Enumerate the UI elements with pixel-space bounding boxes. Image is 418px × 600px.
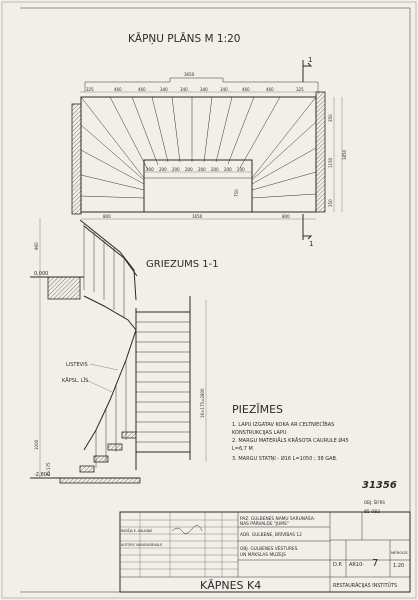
sheet-number: 7 xyxy=(372,558,378,569)
handrail-lower xyxy=(83,329,137,451)
top-dim-label: 460 xyxy=(266,87,274,92)
section-title: GRIEZUMS 1-1 xyxy=(146,259,219,270)
institute: RESTAURĀCIJAS INSTITŪTS xyxy=(333,582,397,589)
stair-section: GRIEZUMS 1-1 0,000 960 1000 4×175 xyxy=(30,218,219,484)
top-dim-label: 460 xyxy=(242,87,250,92)
plan-title: KĀPŅU PLĀNS M 1:20 xyxy=(128,32,240,45)
mid-dim-label: 200 xyxy=(146,167,154,172)
section-mark-bottom: 1 xyxy=(309,240,313,248)
slab-bottom xyxy=(59,477,141,484)
top-dim-label: 340 xyxy=(220,87,228,92)
title-block-frame xyxy=(119,511,411,593)
label-stringer: KĀPSL. LĪS xyxy=(62,377,88,384)
wall-left xyxy=(71,103,82,215)
top-step-dims: 325 460 460 340 340 340 340 460 460 325 xyxy=(86,87,304,92)
obj-code-label: OBJ. ŠIFRS xyxy=(364,500,385,505)
stair-plan: KĀPŅU PLĀNS M 1:20 3650 325 460 460 340 … xyxy=(71,32,347,248)
tb-obj: OBJ. GULBENES VĒSTURES xyxy=(240,545,298,552)
bottom-dim-label: 800 xyxy=(103,214,111,219)
stair-treads xyxy=(136,321,190,443)
top-dim-label: 340 xyxy=(180,87,188,92)
section-mark-top: 1 xyxy=(308,56,312,64)
note-line: 3. MARGU STATŅI - Ø16 L=1050 ; 38 GAB. xyxy=(232,455,338,462)
stair-well xyxy=(143,159,253,213)
dim-vertical-label: 16×175=2800 xyxy=(200,388,205,418)
mid-dim-label: 200 xyxy=(198,167,206,172)
right-total-dim: 1850 xyxy=(342,149,347,160)
mid-dim-label: 200 xyxy=(224,167,232,172)
right-dim-label: 350 xyxy=(328,199,333,207)
bottom-dim-label: 800 xyxy=(282,214,290,219)
dim-steps-label: 4×175 xyxy=(46,462,51,476)
handrail-upper xyxy=(79,219,137,301)
label-handrail: LISTEVIS xyxy=(66,362,88,368)
section-arrow-top xyxy=(303,62,313,67)
notes-title: PIEZĪMES xyxy=(232,403,283,416)
signature-row: AUTORS VASARASIEVALE xyxy=(121,543,162,547)
title-block: RASĒJA E. KALNIŅŠ AUTORS VASARASIEVALE P… xyxy=(119,480,411,593)
top-dim-label: 340 xyxy=(200,87,208,92)
signature-scribble xyxy=(171,525,203,534)
tb-paz: PAZ. GULBENES NAMU SARUNĀŠA- xyxy=(240,515,316,522)
wall-right xyxy=(315,91,326,213)
scale-value: 1:20 xyxy=(393,563,404,569)
sheet-label: AR10- xyxy=(349,562,364,568)
note-line: 2. MARGU MATERIĀLS KRĀSOTA CAURULE Ø45 xyxy=(232,437,349,444)
right-dim-label: 1150 xyxy=(328,157,333,168)
balusters-upper xyxy=(83,224,125,318)
mid-dim-label: 200 xyxy=(172,167,180,172)
right-dim-label: 350 xyxy=(328,114,333,122)
stage-label: D.P. xyxy=(333,562,343,568)
note-line: KONSTRUKCIJAS LAPU xyxy=(232,430,287,436)
leader-stringer xyxy=(85,379,113,393)
signature-row: RASĒJA E. KALNIŅŠ xyxy=(121,528,152,533)
plan-outline-top xyxy=(84,77,319,92)
main-title: KĀPNES K4 xyxy=(200,579,261,592)
dim-top-label: 960 xyxy=(34,242,39,250)
tb-paz-2: NAS PĀRVALDE "JUMS" xyxy=(240,520,289,527)
level-bottom-label: -2,800 xyxy=(34,472,50,478)
drawing-number: 31356 xyxy=(362,480,397,491)
note-line: 1. LAPU IZGATAV KOKA AR CELTNIECĪBAS xyxy=(232,421,334,428)
top-dim-label: 460 xyxy=(114,87,122,92)
overall-width-dim: 3650 xyxy=(184,72,195,77)
note-line: L=6,7 M xyxy=(232,446,253,452)
top-dim-label: 340 xyxy=(160,87,168,92)
bottom-dim-label: 1650 xyxy=(192,214,203,219)
balusters-lower xyxy=(95,360,127,468)
mid-dim-label: 200 xyxy=(159,167,167,172)
mid-step-dims: 200 200 200 200 200 200 200 200 xyxy=(146,167,245,172)
signature-grid xyxy=(120,512,238,577)
mid-dim-label: 200 xyxy=(211,167,219,172)
top-dim-label: 460 xyxy=(138,87,146,92)
lower-steps xyxy=(79,431,137,473)
mid-dim-label: 200 xyxy=(237,167,245,172)
tb-adr: ADR. GULBENE, BRĪVĪBAS 12 xyxy=(240,531,302,538)
level-top-label: 0,000 xyxy=(34,271,48,277)
section-arrow-bottom xyxy=(303,235,313,240)
scale-label: MĒROGS xyxy=(391,550,408,555)
landing-dim: 750 xyxy=(234,189,239,197)
top-dim-label: 325 xyxy=(86,87,94,92)
notes: PIEZĪMES 1. LAPU IZGATAV KOKA AR CELTNIE… xyxy=(232,403,349,462)
tb-obj-2: UN MĀKSLAS MUZEJS xyxy=(240,551,286,558)
dim-lower-label: 1000 xyxy=(34,439,39,450)
top-dim-label: 325 xyxy=(296,87,304,92)
obj-code: 85-083 xyxy=(364,509,380,515)
winder-steps xyxy=(80,96,317,199)
slab-top xyxy=(47,276,81,300)
mid-dim-label: 200 xyxy=(185,167,193,172)
leader-handrail xyxy=(89,363,119,371)
